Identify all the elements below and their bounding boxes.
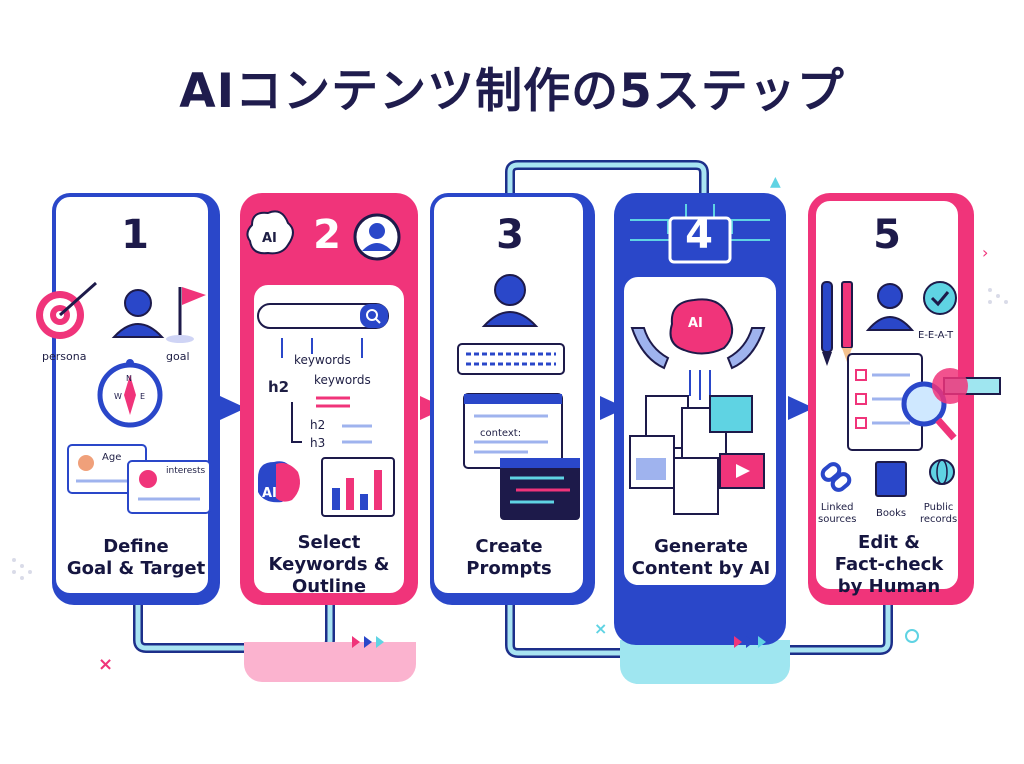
user-icon <box>481 274 539 327</box>
page-title: AIコンテンツ制作の5ステップ <box>179 64 845 119</box>
step-3-number: 3 <box>496 212 524 258</box>
forward-arrows-icon <box>734 636 766 648</box>
interests-label: interests <box>166 466 206 476</box>
search-bar <box>257 303 389 329</box>
age-label: Age <box>102 452 122 463</box>
document-stack-icon <box>629 395 765 515</box>
step-3-label: Create Prompts <box>466 536 552 579</box>
step-4-number: 4 <box>685 212 713 258</box>
globe-icon <box>929 459 955 485</box>
svg-text:N: N <box>126 374 132 383</box>
linked-sources-label: Linked sources <box>818 502 857 525</box>
h2-label-1: h2 <box>268 378 290 396</box>
user-circle-icon <box>353 213 401 261</box>
h2-label-2: h2 <box>310 418 326 432</box>
flag-icon <box>166 287 206 343</box>
svg-text:›: › <box>982 243 988 262</box>
step-4-shadow <box>620 640 790 684</box>
step-1-illustration: N W E <box>36 281 211 514</box>
brain-icon <box>258 461 300 503</box>
arrow-right-icon <box>220 396 246 420</box>
context-label: context: <box>480 428 522 439</box>
keywords-label-1: keywords <box>294 353 351 367</box>
goal-label: goal <box>166 350 190 363</box>
ai-brain-icon <box>246 210 294 255</box>
h3-label: h3 <box>310 436 326 450</box>
step-4-label: Generate Content by AI <box>631 536 771 579</box>
step-5-label: Edit & Fact-check by Human <box>834 532 944 597</box>
badge-check-icon <box>923 281 957 315</box>
step-2-header-icons <box>246 210 401 261</box>
step-2-shadow <box>244 642 416 682</box>
step-4-illustration <box>629 298 766 515</box>
persona-label: persona <box>42 350 87 363</box>
public-records-label: Public records <box>920 502 958 525</box>
user-icon <box>865 283 915 331</box>
step-5-number: 5 <box>873 212 901 258</box>
svg-text:E: E <box>140 392 145 401</box>
ai-core-label: AI <box>688 316 703 331</box>
eeat-label: E-E-A-T <box>918 330 954 341</box>
checklist-icon <box>847 353 923 451</box>
keyboard-icon <box>457 343 565 375</box>
svg-text:W: W <box>114 392 122 401</box>
step-1-number: 1 <box>121 212 149 258</box>
forward-arrows-icon <box>352 636 384 648</box>
ai-badge: AI <box>262 231 277 246</box>
keywords-label-2: keywords <box>314 373 371 387</box>
book-icon <box>875 461 907 497</box>
step-5-illustration <box>820 281 1001 497</box>
arrow-right-icon <box>788 396 814 420</box>
step-2-label: Select Keywords & Outline <box>268 532 390 597</box>
pen-icon <box>821 281 853 366</box>
arrow-right-icon <box>600 396 626 420</box>
circuit-icon <box>630 204 770 264</box>
browser-window-icon <box>463 393 563 469</box>
books-label: Books <box>876 508 907 519</box>
step-2-illustration <box>257 303 395 517</box>
ruler-icon <box>932 368 1001 404</box>
compass-icon: N W E <box>97 359 163 428</box>
svg-text:×: × <box>594 619 607 638</box>
svg-text:▲: ▲ <box>770 174 781 190</box>
user-icon <box>111 289 165 338</box>
ai-brain-label: AI <box>262 486 277 501</box>
target-icon <box>36 281 97 339</box>
svg-text:×: × <box>98 654 113 675</box>
step-2-number: 2 <box>313 212 341 258</box>
code-window-icon <box>500 458 580 520</box>
step-1-label: Define Goal & Target <box>66 536 206 579</box>
magnifier-icon <box>901 381 957 441</box>
ai-brain-icon <box>669 298 734 355</box>
bar-chart-icon <box>321 457 395 517</box>
robot-hand-icon <box>630 327 766 370</box>
chain-link-icon <box>820 462 852 492</box>
step-3-illustration <box>457 274 580 520</box>
